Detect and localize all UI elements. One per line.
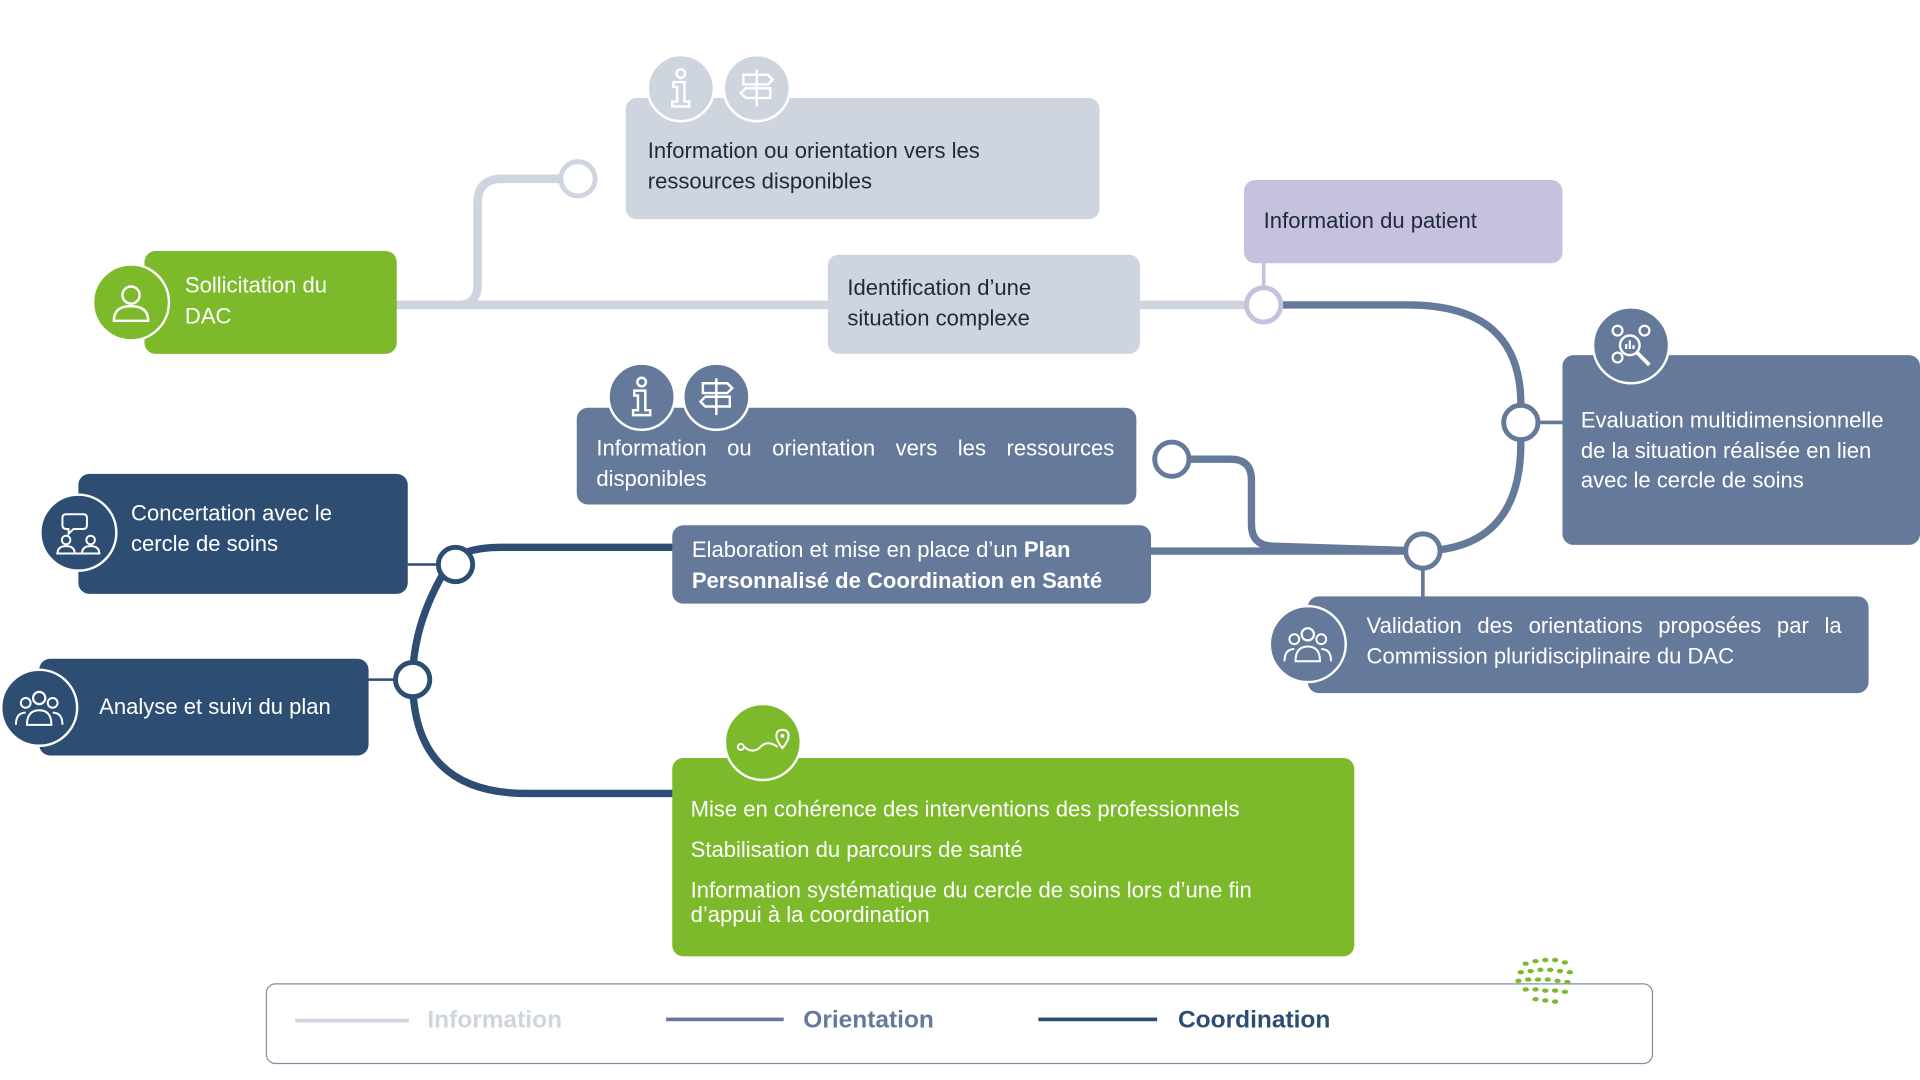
evaluation-box: Evaluation multidimensionnelle de la sit… — [1562, 355, 1920, 545]
analyse-box: Analyse et suivi du plan — [39, 658, 369, 756]
info-orient-top-label: Information ou orientation vers les ress… — [647, 138, 980, 193]
node-orient-mid — [1152, 439, 1192, 479]
route-icon — [723, 702, 803, 782]
node-info-top — [558, 159, 598, 199]
group-icon — [0, 668, 79, 747]
node-concertation — [435, 544, 476, 585]
elaboration-prefix: Elaboration et mise en place d’un — [691, 537, 1024, 563]
outcomes-box: Mise en cohérence des interventions des … — [672, 757, 1355, 957]
info-patient-box: Information du patient — [1244, 180, 1563, 264]
user-icon — [91, 263, 171, 342]
node-evaluation — [1501, 402, 1541, 443]
legend-orientation-line — [666, 1017, 784, 1022]
info-icon — [607, 362, 676, 432]
outcome-item: Information systématique du cercle de so… — [690, 877, 1252, 927]
elaboration-bold: Plan Personnalisé de Coordination en San… — [691, 537, 1103, 593]
validation-label: Validation des orientations proposées pa… — [1366, 613, 1842, 668]
info-icon — [646, 53, 716, 123]
analysis-team-icon — [1591, 306, 1671, 385]
info-orient-top-box: Information ou orientation vers les ress… — [625, 97, 1100, 220]
info-patient-label: Information du patient — [1263, 208, 1477, 233]
outcome-item: Stabilisation du parcours de santé — [690, 837, 1023, 863]
node-analyse — [393, 660, 433, 700]
info-orient-mid-box: Information ou orientation vers les ress… — [576, 407, 1137, 505]
discussion-icon — [39, 493, 118, 572]
sollicitation-box: Sollicitation du DAC — [144, 251, 397, 354]
legend-information-line — [295, 1018, 409, 1023]
identification-box: Identification d’une situation complexe — [827, 254, 1141, 354]
node-validation — [1403, 531, 1443, 571]
elaboration-box: Elaboration et mise en place d’un Plan P… — [672, 525, 1152, 604]
sollicitation-label: Sollicitation du DAC — [184, 273, 328, 328]
group-icon — [1268, 604, 1347, 684]
analyse-label: Analyse et suivi du plan — [99, 694, 331, 719]
legend-coordination-label: Coordination — [1177, 1006, 1331, 1034]
orient-line-mid — [1171, 455, 1423, 555]
legend-information-label: Information — [427, 1006, 563, 1034]
node-patient — [1244, 285, 1284, 325]
identification-label: Identification d’une situation complexe — [847, 275, 1032, 331]
legend: Information Orientation Coordination — [265, 983, 1654, 1065]
coord-line-bottom — [408, 679, 674, 798]
info-line-branch — [458, 174, 578, 310]
legend-orientation-label: Orientation — [803, 1006, 934, 1034]
validation-box: Validation des orientations proposées pa… — [1307, 596, 1869, 694]
legend-coordination-line — [1038, 1017, 1158, 1022]
orient-line-right — [1263, 301, 1525, 555]
signpost-icon — [682, 362, 751, 432]
outcome-item: Mise en cohérence des interventions des … — [690, 797, 1240, 822]
dots-decoration-icon — [1515, 957, 1573, 1004]
info-orient-mid-label: Information ou orientation vers les ress… — [596, 435, 1115, 491]
concertation-label: Concertation avec le cercle de soins — [131, 500, 332, 556]
concertation-box: Concertation avec le cercle de soins — [78, 473, 408, 594]
signpost-icon — [722, 53, 792, 123]
evaluation-label: Evaluation multidimensionnelle de la sit… — [1580, 407, 1884, 493]
